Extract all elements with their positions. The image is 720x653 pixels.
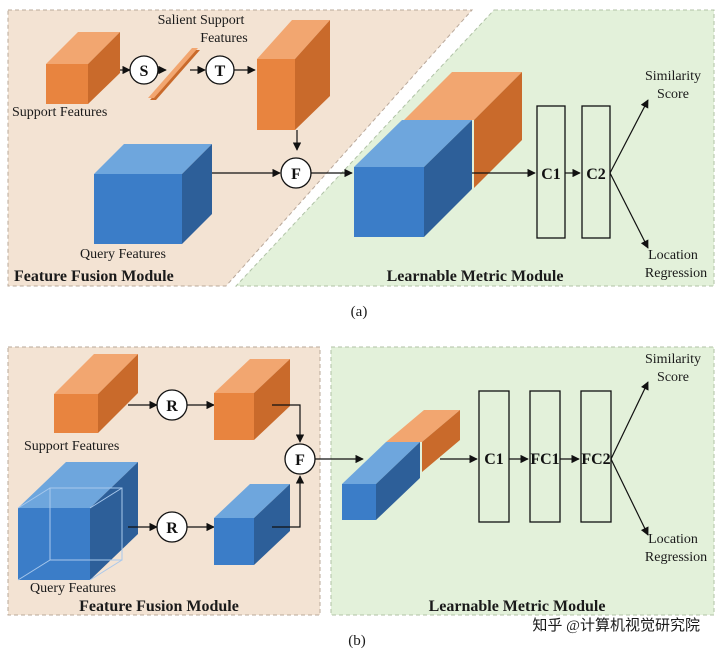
support-features-cube-b [54,354,138,433]
location-label-line1-b: Location [648,532,698,547]
similarity-label-line2-a: Score [657,87,689,102]
c2-label-a: C2 [586,166,606,183]
f-node-label-b: F [295,452,305,469]
fc2-label-b: FC2 [581,451,610,468]
c1-layer-a [536,105,566,239]
reduced-query-cube-b [214,484,290,565]
support-features-label-b: Support Features [24,439,119,454]
c1-layer-b [478,390,510,523]
s-node-label-a: S [140,63,149,80]
salient-label-line2-a: Features [200,31,247,46]
query-features-cube-a [94,144,212,244]
query-features-label-a: Query Features [80,247,166,262]
query-features-label-b: Query Features [30,581,116,596]
panel-b: Support Features R Query Features R [7,346,715,649]
location-label-line2-b: Regression [645,550,707,565]
support-features-cube-a [46,32,120,104]
fused-feature-stack-b [342,410,460,520]
fusion-title-b: Feature Fusion Module [79,598,239,615]
r-node-2-label-b: R [166,520,178,537]
location-label-line1-a: Location [648,248,698,263]
f-node-label-a: F [291,166,301,183]
metric-title-a: Learnable Metric Module [387,268,564,285]
fc2-layer-b [580,390,612,523]
r-node-1-label-b: R [166,398,178,415]
similarity-label-line1-b: Similarity [645,352,701,367]
t-node-label-a: T [215,63,226,80]
caption-a: (a) [351,304,368,320]
salient-label-line1-a: Salient Support [158,13,245,28]
reduced-support-cube-b [214,359,290,440]
salient-support-features-bar-a [148,48,200,100]
caption-b: (b) [348,633,366,649]
metric-title-b: Learnable Metric Module [429,598,606,615]
fc1-label-b: FC1 [530,451,559,468]
c1-label-a: C1 [541,166,561,183]
location-label-line2-a: Regression [645,266,707,281]
fc1-layer-b [529,390,561,523]
similarity-label-line2-b: Score [657,370,689,385]
fusion-title-a: Feature Fusion Module [14,268,174,285]
panel-a: Support Features S Salient Support Featu… [7,9,715,320]
support-features-label-a: Support Features [12,105,107,120]
similarity-label-line1-a: Similarity [645,69,701,84]
fused-feature-stack-a [354,72,522,237]
query-features-cube-b [17,462,138,581]
c1-label-b: C1 [484,451,504,468]
transformed-support-cube-a [257,20,330,130]
watermark-text: 知乎 @计算机视觉研究院 [532,616,700,634]
